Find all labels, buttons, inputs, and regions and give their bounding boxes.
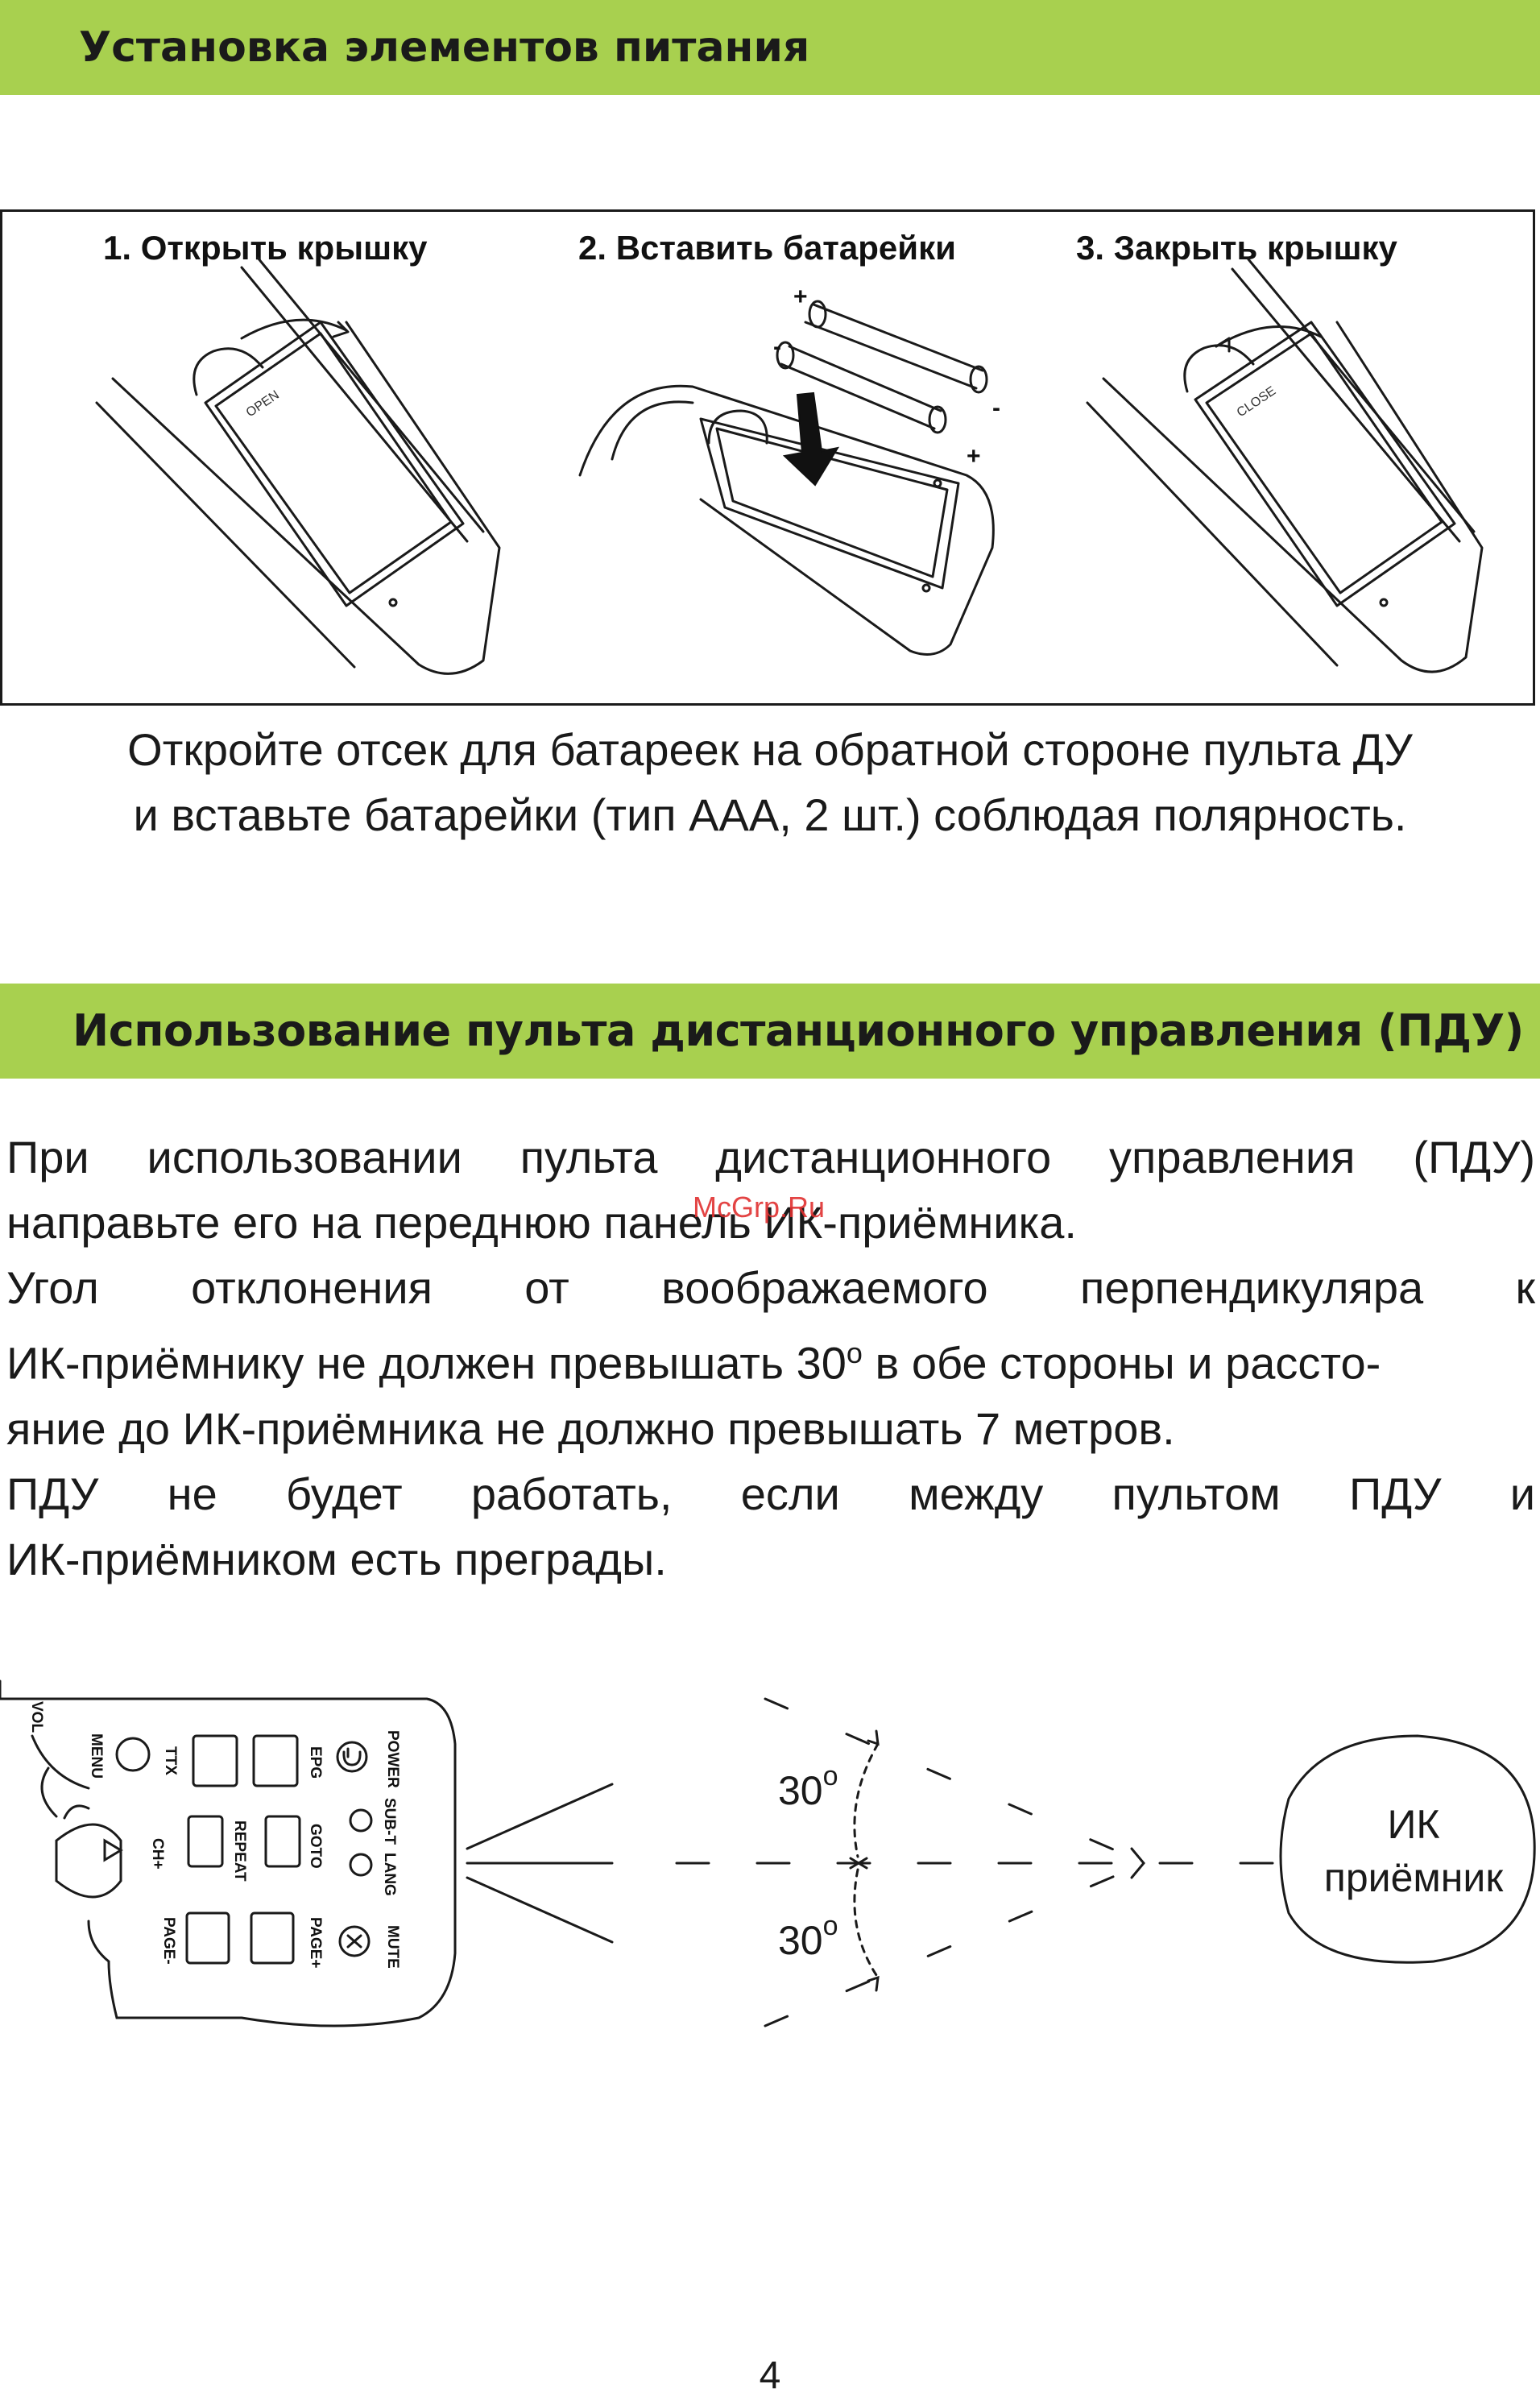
section-header-batteries: Установка элементов питания	[0, 0, 1540, 95]
remote-label-ch: CH+	[149, 1838, 166, 1870]
step-1-label: 1. Открыть крышку	[103, 229, 428, 267]
remote-label-power: POWER	[384, 1730, 401, 1788]
remote-label-epg: EPG	[307, 1746, 324, 1779]
ir-receiver-label: ИК приёмник	[1295, 1798, 1532, 1904]
caption-line: и вставьте батарейки (тип ААА, 2 шт.) со…	[133, 789, 1407, 840]
angle-value: 30	[778, 1918, 823, 1963]
battery-caption: Откройте отсек для батареек на обратной …	[0, 717, 1540, 847]
body-line: ИК-приёмником есть преграды.	[6, 1533, 667, 1584]
remote-label-subt: SUB-T	[381, 1798, 398, 1845]
remote-label-goto: GOTO	[307, 1824, 324, 1869]
remote-label-vol: VOL	[28, 1701, 45, 1733]
steps-frame	[0, 209, 1535, 706]
polarity-minus-icon: -	[992, 395, 1000, 421]
remote-label-ttx: TTX	[162, 1746, 179, 1775]
polarity-minus-icon: -	[773, 333, 781, 360]
section-title: Установка элементов питания	[79, 23, 810, 72]
usage-instructions: При использовании пульта дистанционного …	[6, 1124, 1535, 1592]
body-line: Угол отклонения от воображаемого перпенд…	[6, 1262, 1535, 1313]
ir-receiver-line: приёмник	[1323, 1855, 1504, 1900]
remote-label-repeat: REPEAT	[231, 1820, 248, 1882]
remote-label-page-plus: PAGE+	[307, 1917, 324, 1969]
body-line: яние до ИК-приёмника не должно превышать…	[6, 1402, 1175, 1454]
remote-label-mute: MUTE	[384, 1925, 401, 1969]
ir-angle-diagram	[0, 1679, 1536, 2027]
step-2-label: 2. Вставить батарейки	[578, 229, 956, 267]
angle-label-top: 30o	[778, 1761, 838, 1814]
body-line: направьте его на переднюю панель ИК-приё…	[6, 1197, 1077, 1248]
cover-open-text: OPEN	[244, 388, 282, 420]
remote-batteries-illustration	[578, 300, 995, 656]
ir-receiver-shape	[1279, 1734, 1536, 1964]
section-header-remote-usage: Использование пульта дистанционного упра…	[0, 984, 1540, 1079]
body-text-part: ИК-приёмнику не должен превышать 30	[6, 1337, 847, 1389]
polarity-plus-icon: +	[793, 284, 808, 310]
watermark: McGrp.Ru	[693, 1191, 826, 1224]
step-3-label: 3. Закрыть крышку	[1076, 229, 1397, 267]
ir-receiver-line: ИК	[1387, 1802, 1440, 1847]
remote-label-menu: MENU	[88, 1733, 105, 1779]
remote-back-close-illustration	[1086, 258, 1484, 673]
cover-close-text: CLOSE	[1235, 384, 1278, 420]
remote-back-open-illustration	[95, 256, 501, 675]
section-title: Использование пульта дистанционного упра…	[72, 1005, 1524, 1056]
body-line: ПДУ не будет работать, если между пульто…	[6, 1468, 1535, 1519]
angle-value: 30	[778, 1768, 823, 1813]
menu-button-shape	[115, 1737, 151, 1772]
body-text-part: в обе стороны и рассто-	[862, 1337, 1381, 1389]
remote-label-page-minus: PAGE-	[160, 1917, 177, 1965]
degree-sign: o	[822, 1911, 838, 1941]
caption-line: Откройте отсек для батареек на обратной …	[127, 724, 1413, 775]
remote-label-lang: LANG	[381, 1853, 398, 1896]
battery-installation-illustration: + - - + OPEN CLOSE	[95, 256, 1484, 675]
body-line: При использовании пульта дистанционного …	[6, 1132, 1535, 1182]
polarity-plus-icon: +	[967, 443, 981, 470]
degree-sup: о	[846, 1336, 863, 1369]
body-line: ИК-приёмнику не должен превышать 30о в о…	[6, 1320, 1535, 1396]
degree-sign: o	[822, 1761, 838, 1791]
page-number: 4	[759, 2355, 781, 2397]
angle-label-bottom: 30o	[778, 1911, 838, 1964]
insert-arrow-icon	[782, 391, 840, 487]
remote-outline	[0, 1697, 457, 2027]
